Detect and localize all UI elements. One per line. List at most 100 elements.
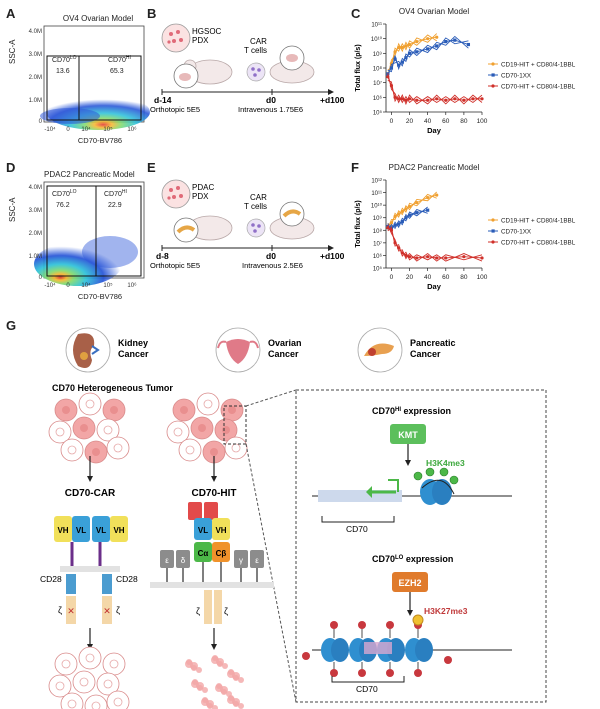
series-line [387,224,483,262]
cell-nucleus [80,424,88,432]
cell-debris [233,675,239,681]
data-point [400,209,404,214]
data-point [444,98,448,102]
cell-nucleus [85,653,95,663]
svg-text:Cancer: Cancer [410,349,441,359]
series-line [387,33,438,78]
cell-nucleus [61,659,71,669]
hit-name: CD70-HIT [191,488,236,499]
data-point [471,97,475,101]
data-point [466,42,471,47]
svg-text:VL: VL [96,526,106,535]
y-tick-label: 10⁹ [373,51,383,58]
gate-lo-label-d: CD70LO [52,189,77,198]
data-point [407,204,412,208]
kmt-box [390,424,426,444]
cell-nucleus [103,425,113,435]
data-point [435,35,439,39]
data-point [397,246,401,250]
gate-hi-value-a: 65.3 [110,68,124,75]
line-charts: OV4 Ovarian Model10⁵10⁶10⁷10⁸10⁹10¹⁰10¹¹… [355,7,576,291]
cell-nucleus [67,445,77,455]
timeline-start-b: d-14 [154,95,172,105]
legend-marker [491,240,495,244]
car-label-e: CAR [250,193,267,202]
car-name: CD70-CAR [65,488,116,499]
data-point [462,98,466,102]
panel-letter-b: B [147,6,157,21]
panel-letter-c: C [351,6,361,21]
tumor-cell [166,420,190,444]
mechanism-diagram: Kidney Cancer Ovarian Cancer Pancreatic … [40,327,547,709]
nucleosome-hi [413,467,459,505]
svg-text:Cβ: Cβ [216,549,227,558]
panel-letter-e: E [147,160,156,175]
panel-letter-g: G [6,318,17,333]
tumor-cell [48,674,72,698]
cell-nucleus [55,681,65,691]
y-tick-label: 10⁸ [373,228,383,235]
data-point [404,44,408,48]
cell-debris [185,660,193,668]
timeline-start-e: d-8 [156,251,169,261]
svg-text:CD28: CD28 [116,574,138,584]
y-tick-label: 10⁶ [373,253,383,260]
timeline-end-e: +d100 [320,251,345,261]
data-point [415,211,419,215]
data-point [407,51,412,55]
series-line [387,37,469,73]
data-point [480,97,484,101]
ytick: 1.0M [29,98,42,104]
data-point [400,45,404,50]
ytick: 3.0M [29,52,42,58]
y-tick-label: 10⁹ [373,215,383,222]
svg-text:VL: VL [198,526,208,535]
x-tick-label: 100 [477,118,488,125]
data-point [407,97,412,101]
data-point [400,60,404,64]
prc2-marker [412,614,424,626]
data-point [386,226,390,230]
flow-title-d: PDAC2 Pancreatic Model [44,170,135,179]
tumor-cell [106,436,130,460]
data-point [462,255,466,259]
cell-debris [222,663,228,669]
data-point [404,216,408,220]
h3k27me3-label: H3K27me3 [424,606,468,616]
cell-nucleus [55,427,65,437]
ovarian-label: Ovarian [268,338,302,348]
x-tick-label: 80 [460,274,468,281]
promoter-region [364,642,392,654]
y-tick-label: 10⁵ [373,266,383,273]
data-point [397,222,401,226]
tumor-title: CD70 Heterogeneous Tumor [52,383,173,393]
x-tick-label: 40 [424,274,432,281]
car-label-b: CAR [250,37,267,46]
cell-nucleus [222,426,230,434]
gate-hi-label-d: CD70HI [104,189,127,198]
data-point [444,40,448,44]
gate-lo-value-a: 13.6 [56,68,70,75]
cell-nucleus [228,406,236,414]
cell-nucleus [110,406,118,414]
flow-title-a: OV4 Ovarian Model [62,14,134,23]
data-point [400,97,404,101]
y-tick-label: 10¹¹ [371,23,382,29]
cell-nucleus [113,697,123,707]
svg-text:PDX: PDX [192,36,209,45]
cell-nucleus [185,445,195,455]
cell-debris [227,696,235,704]
flow-xlabel-d: CD70-BV786 [77,292,123,301]
cell-debris [197,685,203,691]
pancreas-icon [357,327,403,373]
data-point [415,50,419,54]
data-point [435,256,439,260]
methyl-mark [386,669,394,677]
cell-nucleus [180,406,188,414]
data-point [393,223,397,227]
cell-nucleus [103,679,113,689]
cell-nucleus [79,677,89,687]
data-point [400,219,404,224]
methyl-mark [444,656,452,664]
xtick: 10⁶ [127,282,137,289]
